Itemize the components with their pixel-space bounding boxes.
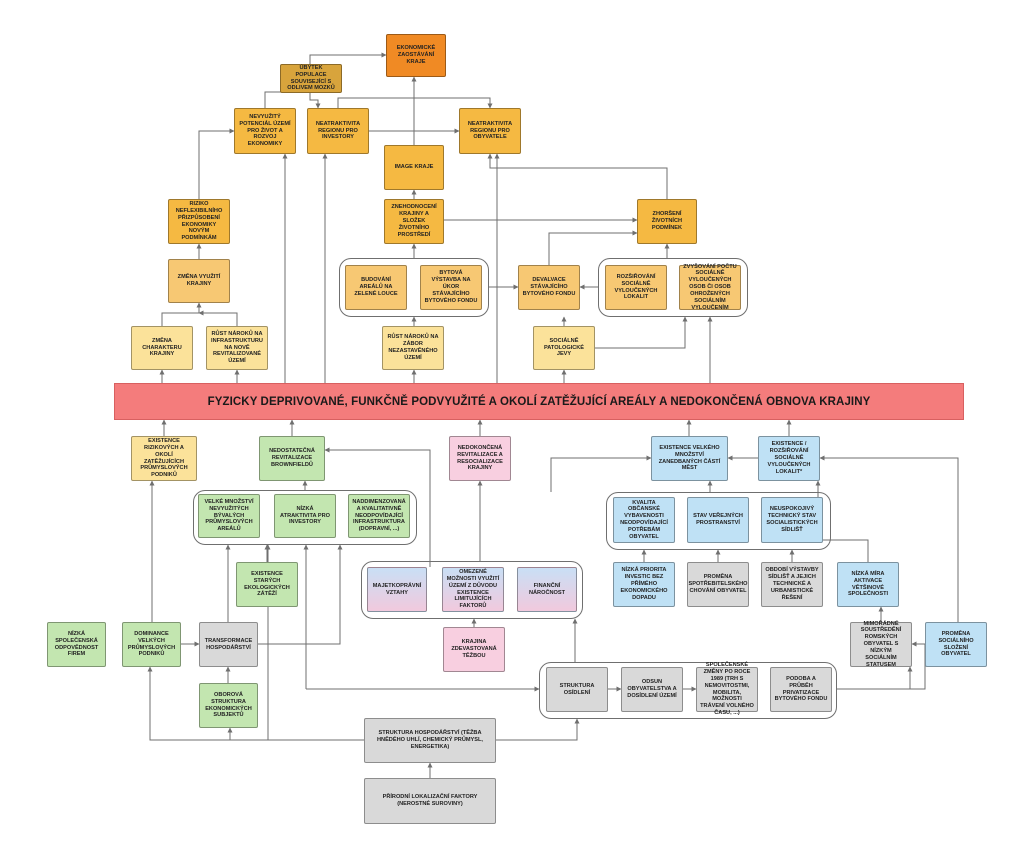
connector-arrow [161,302,202,326]
node-budovani-arealu: BUDOVÁNÍ AREÁLŮ NA ZELENÉ LOUCE [345,265,407,310]
node-riziko-neflexibilniho: RIZIKO NEFLEXIBILNÍHO PŘIZPŮSOBENÍ EKONO… [168,199,230,244]
group-social-exclusion [598,258,748,317]
node-velke-mnozstvi: VELKÉ MNOŽSTVÍ NEVYUŽITÝCH BÝVALÝCH PRŮM… [198,494,260,538]
node-existence-rizikovych: EXISTENCE RIZIKOVÝCH A OKOLÍ ZATĚŽUJÍCÍC… [131,436,197,481]
node-nedostatecna-revitalizace: NEDOSTATEČNÁ REVITALIZACE BROWNFIELDŮ [259,436,325,481]
node-ubytek-populace: ÚBYTEK POPULACE SOUVISEJÍCÍ S ODLIVEM MO… [280,64,342,93]
node-odsun: ODSUN OBYVATELSTVA A DOSÍDLENÍ ÚZEMÍ [621,667,683,712]
connector-arrow [819,455,959,622]
node-stav-prostranstvi: STAV VEŘEJNÝCH PROSTRANSTVÍ [687,497,749,543]
connector-arrow [487,153,668,199]
node-prirodni-faktory: PŘÍRODNÍ LOKALIZAČNÍ FAKTORY (NEROSTNÉ S… [364,778,496,824]
group-brownfield-factors [193,490,417,545]
node-nizka-spolecenska: NÍZKÁ SPOLEČENSKÁ ODPOVĚDNOST FIREM [47,622,106,667]
node-transformace: TRANSFORMACE HOSPODÁŘSTVÍ [199,622,258,667]
node-krajina-zdevastovana: KRAJINA ZDEVASTOVANÁ TĚŽBOU [443,627,505,672]
node-financni-narocnost: FINANČNÍ NÁROČNOST [517,567,577,612]
node-znehodnoceni: ZNEHODNOCENÍ KRAJINY A SLOŽEK ŽIVOTNÍHO … [384,199,444,244]
node-rozsirovani-lokalit: ROZŠIŘOVÁNÍ SOCIÁLNĚ VYLOUČENÝCH LOKALIT [605,265,667,310]
group-settlement-history [539,662,837,719]
node-existence-rozsirovani: EXISTENCE / ROZŠIŘOVÁNÍ SOCIÁLNĚ VYLOUČE… [758,436,820,481]
node-omezene-moznosti: OMEZENÉ MOŽNOSTI VYUŽITÍ ÚZEMÍ Z DŮVODU … [442,567,504,612]
node-nevyuzity-potencial: NEVYUŽITÝ POTENCIÁL ÚZEMÍ PRO ŽIVOT A RO… [234,108,296,154]
node-neuspokojivy-stav: NEUSPOKOJIVÝ TECHNICKÝ STAV SOCIALISTICK… [761,497,823,543]
node-existence-velkeho-mnozstvi: EXISTENCE VELKÉHO MNOŽSTVÍ ZANEDBANÝCH Č… [651,436,728,481]
node-nedokoncena-revitalizace: NEDOKONČENÁ REVITALIZACE A RESOCIALIZACE… [449,436,511,481]
group-urban-quality [606,492,831,550]
node-oborova-struktura: OBOROVÁ STRUKTURA EKONOMICKÝCH SUBJEKTŮ [199,683,258,728]
node-struktura-hospodarstvi: STRUKTURA HOSPODÁŘSTVÍ (TĚŽBA HNĚDÉHO UH… [364,718,496,763]
group-development-pressures [339,258,489,317]
connector-arrow [548,230,638,265]
node-obdobi-vystavby: OBDOBÍ VÝSTAVBY SÍDLIŠŤ A JEJICH TECHNIC… [761,562,823,607]
node-socialne-patologicke: SOCIÁLNĚ PATOLOGICKÉ JEVY [533,326,595,370]
node-nizka-priorita: NÍZKÁ PRIORITA INVESTIC BEZ PŘÍMÉHO EKON… [613,562,675,607]
connector-arrow [265,544,364,741]
node-majetkopravni: MAJETKOPRÁVNÍ VZTAHY [367,567,427,612]
node-naddimenzovana: NADDIMENZOVANÁ A KVALITATIVNĚ NEODPOVÍDA… [348,494,410,538]
group-revitalization-barriers [361,561,583,619]
connector-arrow [309,93,321,109]
node-nizka-mira: NÍZKÁ MÍRA AKTIVACE VĚTŠINOVÉ SPOLEČNOST… [837,562,899,607]
node-rust-naroku-zabor: RŮST NÁROKŮ NA ZÁBOR NEZASTAVĚNÉHO ÚZEMÍ [382,326,444,370]
node-zmena-charakteru: ZMĚNA CHARAKTERU KRAJINY [131,326,193,370]
node-existence-starych: EXISTENCE STARÝCH EKOLOGICKÝCH ZÁTĚŽÍ [236,562,298,607]
connector-arrow [258,544,343,645]
node-dominance: DOMINANCE VELKÝCH PRŮMYSLOVÝCH PODNIKŮ [122,622,181,667]
node-zmena-vyuziti: ZMĚNA VYUŽITÍ KRAJINY [168,259,230,303]
node-neatraktivita-investory: NEATRAKTIVITA REGIONU PRO INVESTORY [307,108,369,154]
node-ekonomicke-zaostavani: EKONOMICKÉ ZAOSTÁVÁNÍ KRAJE [386,34,446,77]
node-mimoradne: MIMOŘÁDNÉ SOUSTŘEDĚNÍ ROMSKÝCH OBYVATEL … [850,621,912,668]
core-problem-banner: FYZICKY DEPRIVOVANÉ, FUNKČNĚ PODVYUŽITÉ … [114,383,964,420]
node-zvysovani-poctu: ZVYŠOVÁNÍ POČTU SOCIÁLNĚ VYLOUČENÝCH OSO… [679,264,741,311]
connector-arrow [198,310,238,326]
node-image-kraje: IMAGE KRAJE [384,145,444,190]
connector-arrow [198,128,235,199]
connector-arrow [496,718,580,741]
node-podoba-privatizace: PODOBA A PRŮBĚH PRIVATIZACE BYTOVÉHO FON… [770,667,832,712]
connector-arrow [550,455,652,492]
node-rust-naroku-infra: RŮST NÁROKŮ NA INFRASTRUKTURU NA NOVĚ RE… [206,326,268,370]
node-spolecenske-zmeny: SPOLEČENSKÉ ZMĚNY PO ROCE 1989 (TRH S NE… [696,662,758,716]
node-nizka-atraktivita: NÍZKÁ ATRAKTIVITA PRO INVESTORY [274,494,336,538]
node-bytova-vystavba: BYTOVÁ VÝSTAVBA NA ÚKOR STÁVAJÍCÍHO BYTO… [420,265,482,310]
node-promena-slozeni: PROMĚNA SOCIÁLNÍHO SLOŽENÍ OBYVATEL [925,622,987,667]
node-promena-chovani: PROMĚNA SPOTŘEBITELSKÉHO CHOVÁNÍ OBYVATE… [687,562,749,607]
node-zhorseni-zivotnich: ZHORŠENÍ ŽIVOTNÍCH PODMÍNEK [637,199,697,244]
node-kvalita-vybavenosti: KVALITA OBČANSKÉ VYBAVENOSTI NEODPOVÍDAJ… [613,497,675,543]
node-devalvace: DEVALVACE STÁVAJÍCÍHO BYTOVÉHO FONDU [518,265,580,310]
node-neatraktivita-obyvatele: NEATRAKTIVITA REGIONU PRO OBYVATELE [459,108,521,154]
connector-arrow [595,316,688,349]
connector-arrow [324,447,431,567]
node-struktura-osidleni: STRUKTURA OSÍDLENÍ [546,667,608,712]
